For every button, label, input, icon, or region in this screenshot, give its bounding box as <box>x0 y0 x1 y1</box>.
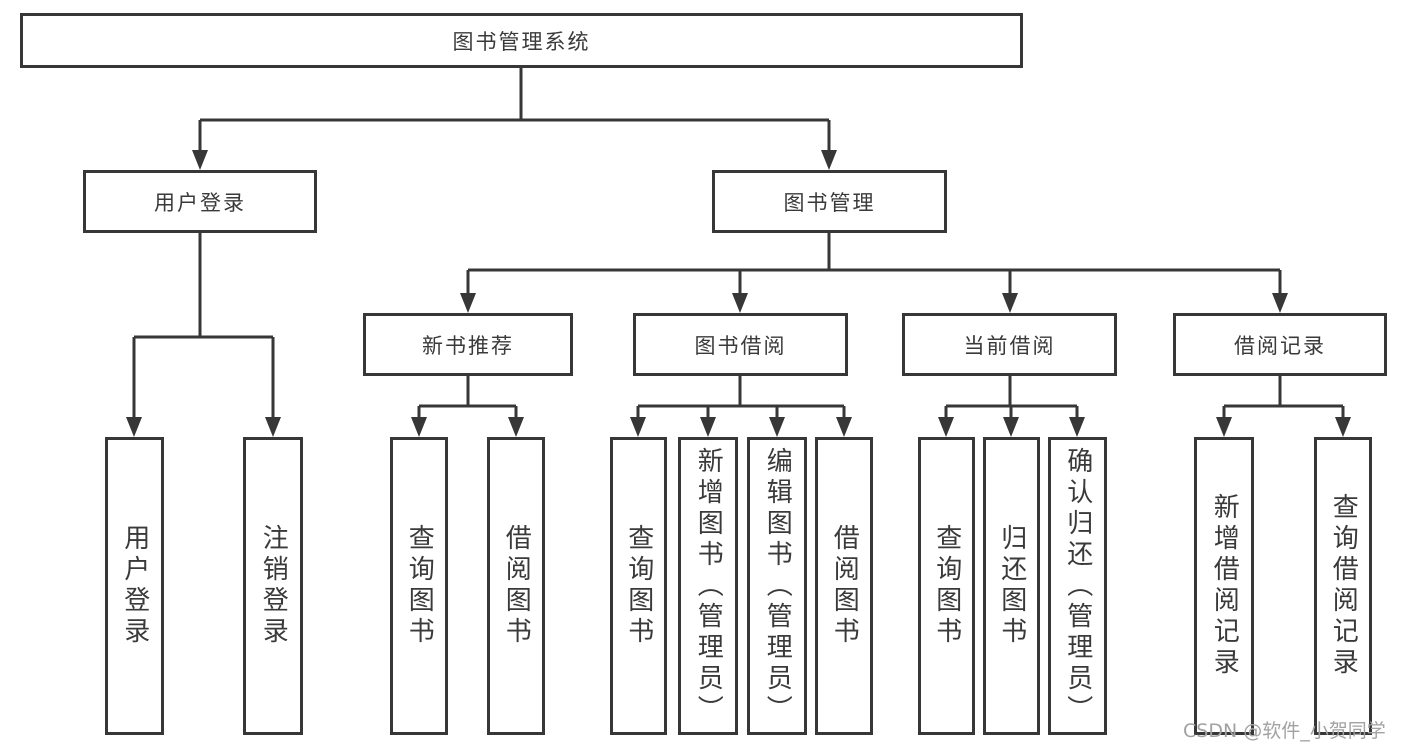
leaf-label: 查询借阅记录 <box>1328 493 1359 679</box>
leaf-label: 归还图书 <box>996 524 1027 648</box>
connector-user-login <box>126 232 281 437</box>
leaf-label: 查询图书 <box>931 524 962 648</box>
leaf-label: 新增图书（管理员） <box>693 446 724 726</box>
node-module-new-book: 新书推荐 <box>363 313 573 376</box>
connector-records <box>1216 375 1351 437</box>
leaf-logout: 注销登录 <box>243 437 303 735</box>
connector-current <box>938 375 1085 437</box>
leaf-borrow-borrow: 借阅图书 <box>815 437 873 735</box>
node-module-current: 当前借阅 <box>902 313 1117 376</box>
node-module-borrow: 图书借阅 <box>633 313 848 376</box>
leaf-label: 编辑图书（管理员） <box>762 446 793 726</box>
leaf-borrow-query: 查询图书 <box>610 437 667 735</box>
node-user-login-branch: 用户登录 <box>83 170 317 233</box>
leaf-label: 借阅图书 <box>829 524 860 648</box>
leaf-label: 新增借阅记录 <box>1209 493 1240 679</box>
leaf-label: 用户登录 <box>119 524 150 648</box>
leaf-current-confirm-admin: 确认归还（管理员） <box>1048 437 1107 735</box>
connector-root <box>192 68 837 170</box>
node-book-mgmt-branch: 图书管理 <box>712 170 947 233</box>
leaf-borrow-add-admin: 新增图书（管理员） <box>678 437 738 735</box>
leaf-label: 查询图书 <box>404 524 435 648</box>
connector-borrow <box>630 375 852 437</box>
leaf-label: 借阅图书 <box>501 524 532 648</box>
node-root: 图书管理系统 <box>20 13 1023 68</box>
leaf-newbook-borrow: 借阅图书 <box>487 437 545 735</box>
leaf-borrow-edit-admin: 编辑图书（管理员） <box>747 437 807 735</box>
leaf-records-query: 查询借阅记录 <box>1314 437 1372 735</box>
leaf-records-add: 新增借阅记录 <box>1194 437 1254 735</box>
watermark-text: CSDN @软件_小贺同学 <box>1183 720 1386 742</box>
connector-new-book <box>411 375 524 437</box>
leaf-user-login: 用户登录 <box>105 437 164 735</box>
connector-book-mgmt <box>460 232 1288 313</box>
leaf-newbook-query: 查询图书 <box>390 437 448 735</box>
leaf-current-return: 归还图书 <box>983 437 1040 735</box>
leaf-label: 注销登录 <box>258 524 289 648</box>
leaf-current-query: 查询图书 <box>918 437 975 735</box>
leaf-label: 确认归还（管理员） <box>1062 446 1093 726</box>
leaf-label: 查询图书 <box>623 524 654 648</box>
node-module-records: 借阅记录 <box>1173 313 1387 376</box>
